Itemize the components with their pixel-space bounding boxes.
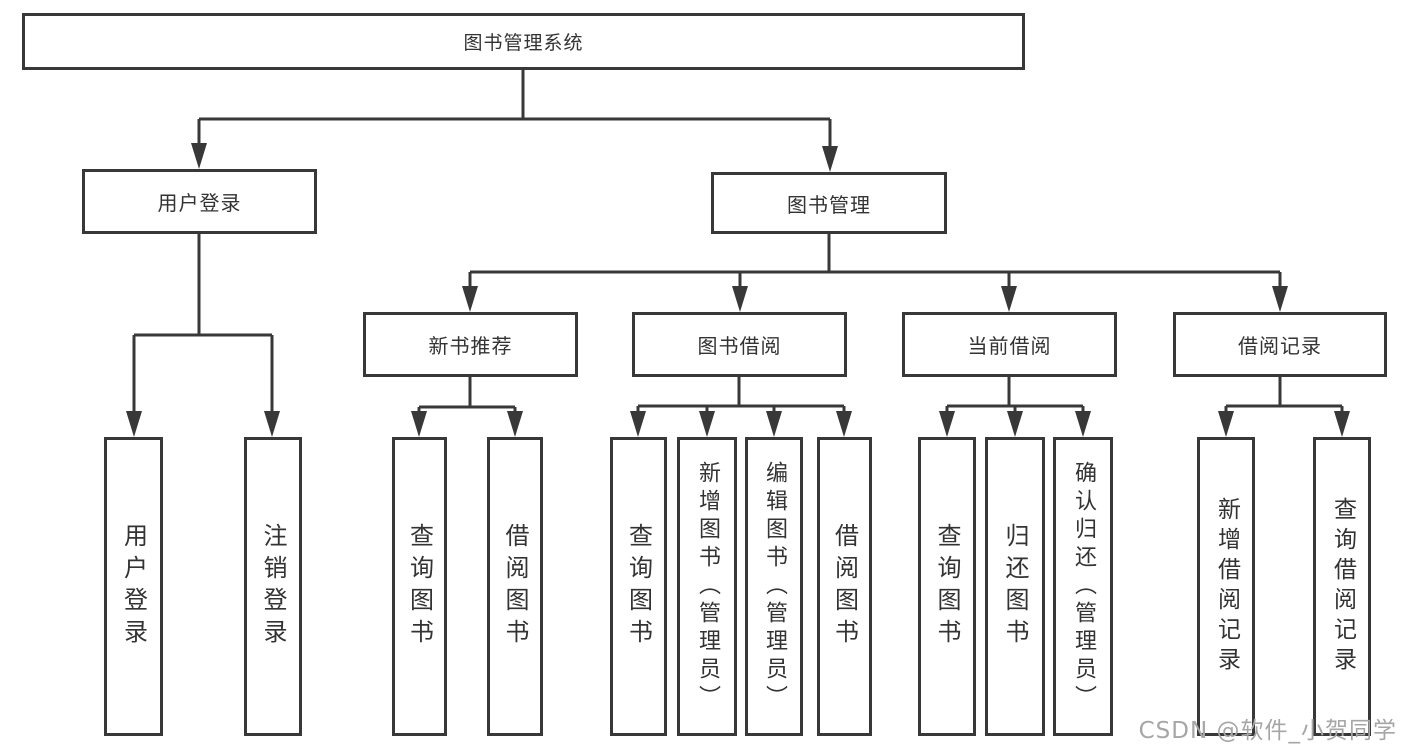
arrow-down-icon	[939, 411, 1091, 437]
leaf-borrow-edit-admin: 编辑图书（管理员）	[745, 437, 803, 736]
node-new-book-recommend: 新书推荐	[363, 312, 578, 377]
leaf-current-query: 查询图书	[918, 437, 976, 736]
arrow-down-icon	[630, 411, 852, 437]
arrow-down-icon	[411, 411, 523, 437]
leaf-logout: 注销登录	[244, 437, 302, 736]
leaf-user-login: 用户登录	[104, 437, 163, 736]
leaf-label: 归还图书	[1001, 522, 1029, 651]
leaf-borrow-borrow: 借阅图书	[817, 437, 872, 736]
leaf-label: 查询图书	[624, 522, 653, 651]
node-user-login: 用户登录	[82, 169, 317, 234]
connector-current-children	[939, 377, 1091, 437]
leaf-current-return: 归还图书	[985, 437, 1045, 736]
leaf-label: 查询图书	[405, 522, 434, 651]
leaf-newbook-query: 查询图书	[392, 437, 447, 736]
leaf-borrow-add-admin: 新增图书（管理员）	[677, 437, 737, 736]
arrow-down-icon	[126, 411, 280, 437]
arrow-down-icon	[462, 286, 1288, 312]
leaf-label: 借阅图书	[501, 522, 529, 651]
node-book-management: 图书管理	[711, 172, 947, 234]
connector-newbook-children	[411, 377, 523, 437]
leaf-newbook-borrow: 借阅图书	[487, 437, 543, 736]
leaf-label: 注销登录	[259, 522, 287, 651]
leaf-label: 借阅图书	[830, 522, 859, 651]
leaf-label: 查询图书	[933, 522, 961, 651]
leaf-record-query: 查询借阅记录	[1313, 437, 1371, 736]
connector-root-to-level2	[191, 70, 838, 172]
connector-bookmgmt-groups	[462, 234, 1288, 312]
node-book-borrow: 图书借阅	[632, 312, 847, 377]
csdn-watermark: CSDN @软件_小贺同学	[1138, 718, 1397, 744]
leaf-borrow-query: 查询图书	[610, 437, 667, 736]
leaf-label: 新增图书（管理员）	[695, 460, 720, 713]
leaf-label: 确认归还（管理员）	[1071, 460, 1096, 713]
arrow-down-icon	[191, 143, 838, 172]
node-root: 图书管理系统	[22, 13, 1025, 70]
node-current-borrow: 当前借阅	[902, 312, 1117, 377]
leaf-record-add: 新增借阅记录	[1197, 437, 1255, 736]
leaf-current-confirm-admin: 确认归还（管理员）	[1053, 437, 1113, 736]
connector-records-children	[1218, 377, 1350, 437]
leaf-label: 新增借阅记录	[1213, 496, 1240, 677]
connector-borrow-children	[630, 377, 852, 437]
leaf-label: 编辑图书（管理员）	[762, 460, 787, 713]
node-borrow-record: 借阅记录	[1173, 312, 1387, 377]
leaf-label: 用户登录	[119, 522, 148, 651]
connector-userlogin-children	[126, 234, 280, 437]
leaf-label: 查询借阅记录	[1329, 496, 1356, 677]
arrow-down-icon	[1218, 411, 1350, 437]
